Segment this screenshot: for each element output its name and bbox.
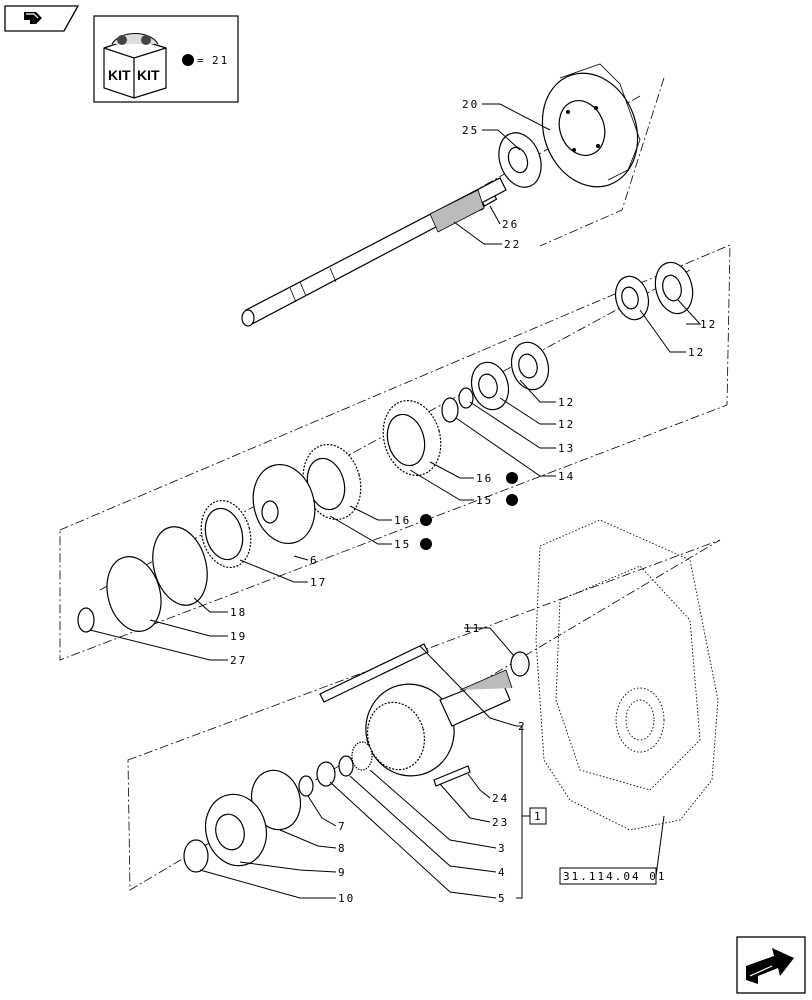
part-12-washer-c [510, 341, 550, 391]
part-10-washer [183, 839, 209, 873]
kit-ref-number: 21 [212, 54, 229, 67]
part-23-pin [433, 765, 471, 787]
part-2-pin-shaft [319, 643, 429, 703]
next-arrow-icon [746, 948, 794, 984]
callout-24: 24 [492, 792, 509, 805]
part-19-snap-ring [106, 556, 162, 632]
part-14-washer [441, 397, 459, 423]
part-17-gear-ring [200, 499, 252, 569]
part-13-ring [458, 387, 474, 409]
next-nav-button[interactable] [736, 936, 808, 996]
part-4-ring [338, 755, 354, 777]
callout-16b: 16 [394, 514, 411, 527]
callout-5: 5 [498, 892, 507, 905]
leader-lines [89, 103, 702, 899]
kit-legend: KIT KIT = 21 [93, 15, 239, 103]
callout-26: 26 [502, 218, 519, 231]
part-16-15-synchro-upper [382, 399, 442, 477]
back-arrow-icon [24, 12, 42, 24]
callout-11: 11 [464, 622, 481, 635]
callout-9: 9 [338, 866, 347, 879]
callout-20: 20 [462, 98, 479, 111]
callout-2: 2 [518, 720, 527, 733]
part-6-hub [252, 463, 316, 545]
part-18-snap-ring [152, 526, 208, 606]
callout-15b: 15 [394, 538, 411, 551]
kit-text-right: KIT [137, 67, 160, 83]
callout-12d: 12 [558, 418, 575, 431]
part-12-washer-b [614, 275, 650, 321]
kit-marker-16b [420, 514, 432, 526]
kit-marker-15b [420, 538, 432, 550]
callout-12b: 12 [688, 346, 705, 359]
part-12-washer-d [470, 361, 510, 411]
callout-16a: 16 [476, 472, 493, 485]
callout-27: 27 [230, 654, 247, 667]
callout-3: 3 [498, 842, 507, 855]
callout-22: 22 [504, 238, 521, 251]
callout-12c: 12 [558, 396, 575, 409]
kit-text-left: KIT [108, 67, 131, 83]
gearbox-housing [535, 519, 719, 831]
callout-23: 23 [492, 816, 509, 829]
callout-10: 10 [338, 892, 355, 905]
callout-4: 4 [498, 866, 507, 879]
kit-equals: = [197, 54, 206, 67]
callout-labels: 20 25 26 22 12 12 12 12 13 14 16 15 16 1… [230, 98, 717, 905]
callout-19: 19 [230, 630, 247, 643]
callout-7: 7 [338, 820, 347, 833]
back-nav-button[interactable] [4, 4, 84, 36]
part-9-piston [204, 793, 268, 867]
callout-25: 25 [462, 124, 479, 137]
callout-12a: 12 [700, 318, 717, 331]
leader-housing-ref [655, 815, 665, 877]
group-outline-middle [59, 244, 731, 661]
part-22-shaft [241, 177, 507, 327]
callout-17: 17 [310, 576, 327, 589]
part-20-disc [541, 63, 641, 188]
reference-box-label: 1 [534, 810, 543, 823]
part-12-washer-a [654, 261, 694, 315]
callout-6: 6 [310, 554, 319, 567]
kit-marker-15a [506, 494, 518, 506]
callout-15a: 15 [476, 494, 493, 507]
part-16-15-synchro-lower [302, 443, 362, 521]
part-11-ring [510, 651, 530, 677]
part-3-needle-bearing [351, 741, 373, 771]
part-25-plate [498, 132, 542, 188]
kit-dot-icon [182, 54, 194, 66]
callout-13: 13 [558, 442, 575, 455]
callout-14: 14 [558, 470, 575, 483]
callout-18: 18 [230, 606, 247, 619]
housing-ref-label: 31.114.04 01 [563, 870, 666, 883]
group-outline-top [539, 77, 665, 247]
part-5-washer [316, 761, 336, 787]
kit-box-icon: KIT KIT [103, 33, 167, 99]
callout-8: 8 [338, 842, 347, 855]
part-27-clip [77, 607, 95, 633]
part-7-ring [298, 775, 314, 797]
part-main-drum [365, 669, 513, 777]
kit-marker-16a [506, 472, 518, 484]
